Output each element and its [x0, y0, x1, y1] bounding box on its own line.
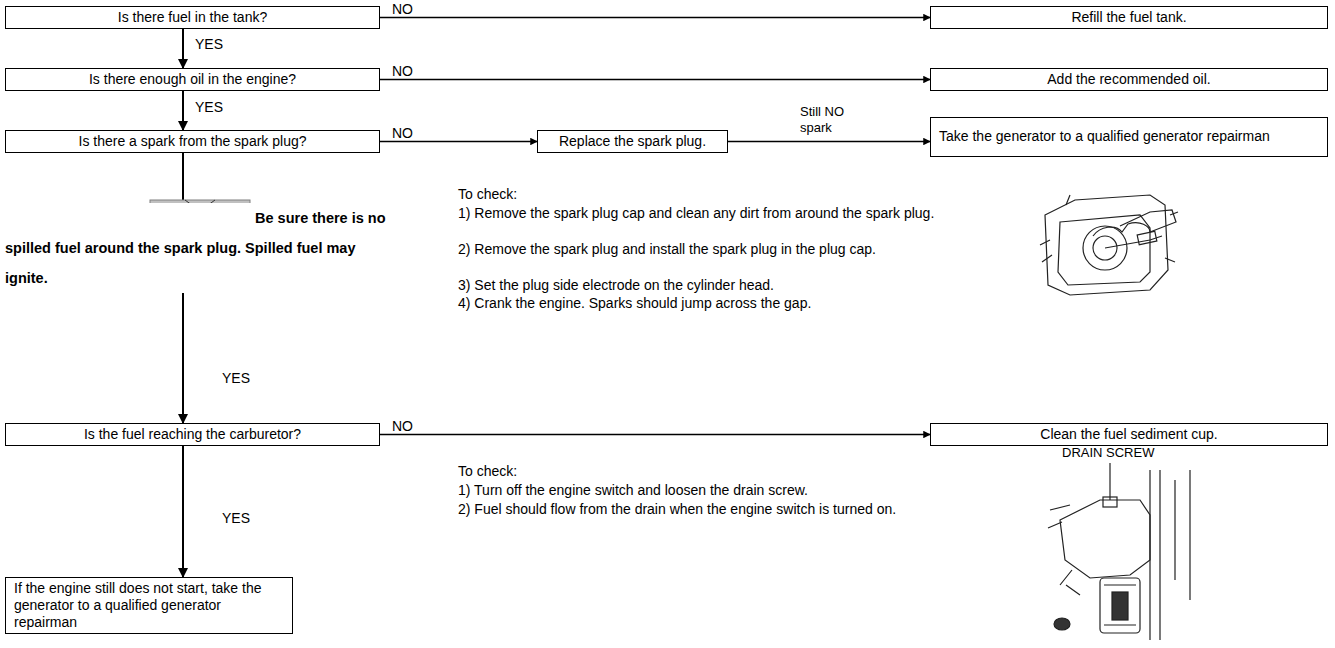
flow-arrow — [182, 29, 184, 68]
decision-box: Is there fuel in the tank? — [5, 6, 380, 29]
edge-label: YES — [222, 370, 262, 387]
box-text: Is there enough oil in the engine? — [14, 71, 371, 88]
flow-arrow — [380, 434, 930, 436]
action-box: If the engine still does not start, take… — [5, 577, 293, 634]
decision-box: Is the fuel reaching the carburetor? — [5, 423, 380, 446]
action-box: Clean the fuel sediment cup. — [930, 423, 1328, 446]
box-text: Is there fuel in the tank? — [14, 9, 371, 26]
drain-screw-illustration — [1048, 463, 1190, 640]
check-step: 1) Turn off the engine switch and loosen… — [458, 481, 955, 499]
action-box: Refill the fuel tank. — [930, 6, 1328, 29]
spark-check-illustration — [1040, 195, 1178, 295]
box-text: Replace the spark plug. — [546, 133, 719, 150]
check-step: 2) Remove the spark plug and install the… — [458, 240, 955, 258]
flow-arrow — [380, 79, 930, 81]
edge-label: NO — [392, 63, 432, 80]
action-box: Take the generator to a qualified genera… — [930, 117, 1328, 157]
edge-label: NO — [392, 125, 432, 142]
box-text: If the engine still does not start, take… — [14, 580, 284, 631]
edge-label: NO — [392, 1, 432, 18]
check-heading: To check: — [458, 462, 938, 480]
box-text: Is the fuel reaching the carburetor? — [14, 426, 371, 443]
flow-arrow — [182, 91, 184, 130]
flow-arrow — [380, 17, 930, 19]
check-step: 1) Remove the spark plug cap and clean a… — [458, 204, 955, 222]
decision-box: Is there a spark from the spark plug? — [5, 130, 380, 153]
box-text: Clean the fuel sediment cup. — [939, 426, 1319, 443]
edge-label: NO — [392, 418, 432, 435]
action-box: Replace the spark plug. — [537, 130, 728, 153]
box-text: Is there a spark from the spark plug? — [14, 133, 371, 150]
edge-label: Still NO spark — [800, 104, 862, 136]
check-step: 3) Set the plug side electrode on the cy… — [458, 276, 955, 294]
box-text: Take the generator to a qualified genera… — [939, 128, 1319, 145]
check-step: 2) Fuel should flow from the drain when … — [458, 500, 955, 518]
box-text: Refill the fuel tank. — [939, 9, 1319, 26]
decision-box: Is there enough oil in the engine? — [5, 68, 380, 91]
part-label: DRAIN SCREW — [1062, 444, 1202, 462]
action-box: Add the recommended oil. — [930, 68, 1328, 91]
edge-label: YES — [195, 99, 235, 116]
check-heading: To check: — [458, 185, 938, 203]
warning-note: Be sure there is no spilled fuel around … — [5, 203, 397, 293]
edge-label: YES — [195, 36, 235, 53]
flow-arrow — [182, 446, 184, 577]
check-step: 4) Crank the engine. Sparks should jump … — [458, 294, 955, 312]
edge-label: YES — [222, 510, 262, 527]
flow-arrow — [728, 141, 930, 143]
box-text: Add the recommended oil. — [939, 71, 1319, 88]
